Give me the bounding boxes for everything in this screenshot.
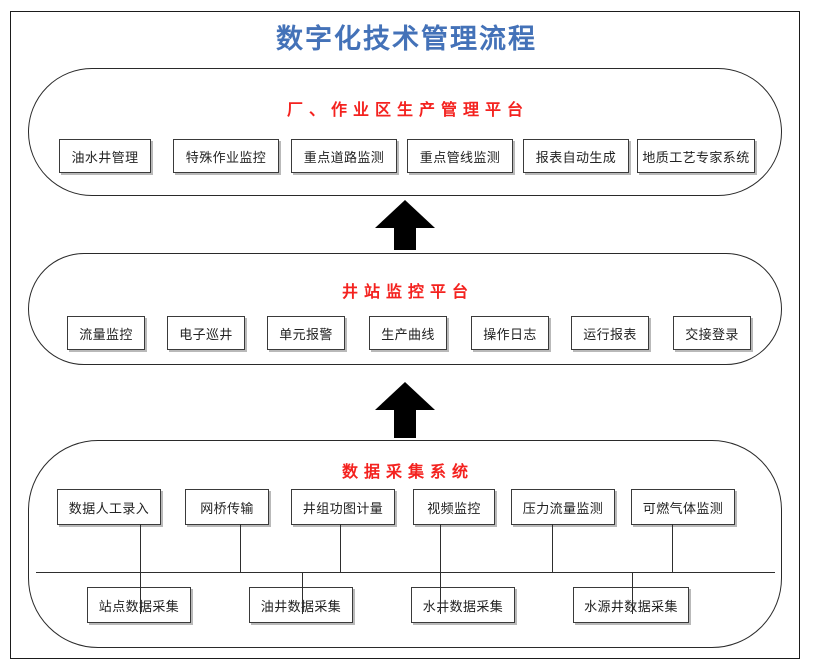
- node-well-4[interactable]: 操作日志: [471, 316, 549, 350]
- layer-plant-management: 厂、作业区生产管理平台 油水井管理 特殊作业监控 重点道路监测 重点管线监测 报…: [28, 68, 782, 196]
- node-well-2[interactable]: 单元报警: [267, 316, 345, 350]
- arrow-head-icon: [375, 382, 435, 410]
- connector-data-5: [672, 524, 673, 572]
- connector-source-2: [440, 572, 441, 614]
- node-well-6[interactable]: 交接登录: [673, 316, 751, 350]
- node-data-0[interactable]: 数据人工录入: [57, 489, 161, 525]
- arrow-shaft: [394, 408, 416, 438]
- layer-well-station-monitoring: 井站监控平台 流量监控 电子巡井 单元报警 生产曲线 操作日志 运行报表 交接登…: [28, 253, 782, 365]
- connector-source-0: [140, 572, 141, 614]
- node-source-2[interactable]: 水井数据采集: [411, 587, 515, 623]
- arrow-up-to-plant-layer: [375, 200, 435, 250]
- node-data-2[interactable]: 井组功图计量: [291, 489, 395, 525]
- connector-data-4: [552, 524, 553, 572]
- connector-data-0: [140, 524, 141, 572]
- node-well-5[interactable]: 运行报表: [571, 316, 649, 350]
- connector-source-1: [302, 572, 303, 614]
- connector-data-2: [340, 524, 341, 572]
- connector-data-1: [240, 524, 241, 572]
- node-plant-3[interactable]: 重点管线监测: [407, 139, 513, 173]
- arrow-up-to-well-station-layer: [375, 382, 435, 438]
- connector-source-3: [632, 572, 633, 614]
- node-source-3[interactable]: 水源井数据采集: [573, 587, 689, 623]
- node-well-3[interactable]: 生产曲线: [369, 316, 447, 350]
- connector-data-3: [440, 524, 441, 572]
- layer-title-data-acquisition: 数据采集系统: [341, 464, 474, 481]
- node-plant-4[interactable]: 报表自动生成: [523, 139, 629, 173]
- node-data-1[interactable]: 网桥传输: [185, 489, 269, 525]
- data-bus-line: [36, 572, 775, 573]
- node-plant-2[interactable]: 重点道路监测: [291, 139, 397, 173]
- arrow-shaft: [394, 226, 416, 250]
- page-title: 数字化技术管理流程: [276, 24, 537, 54]
- node-source-0[interactable]: 站点数据采集: [87, 587, 191, 623]
- layer-title-plant: 厂、作业区生产管理平台: [286, 102, 529, 119]
- arrow-head-icon: [375, 200, 435, 228]
- node-plant-5[interactable]: 地质工艺专家系统: [637, 139, 755, 173]
- node-plant-1[interactable]: 特殊作业监控: [173, 139, 279, 173]
- layer-title-well-station: 井站监控平台: [341, 284, 474, 301]
- node-data-3[interactable]: 视频监控: [413, 489, 495, 525]
- node-well-0[interactable]: 流量监控: [67, 316, 145, 350]
- node-data-5[interactable]: 可燃气体监测: [631, 489, 735, 525]
- node-plant-0[interactable]: 油水井管理: [59, 139, 151, 173]
- layer-data-acquisition-system: 数据采集系统 数据人工录入 网桥传输 井组功图计量 视频监控 压力流量监测 可燃…: [28, 440, 782, 648]
- node-well-1[interactable]: 电子巡井: [167, 316, 245, 350]
- node-source-1[interactable]: 油井数据采集: [249, 587, 353, 623]
- node-data-4[interactable]: 压力流量监测: [511, 489, 615, 525]
